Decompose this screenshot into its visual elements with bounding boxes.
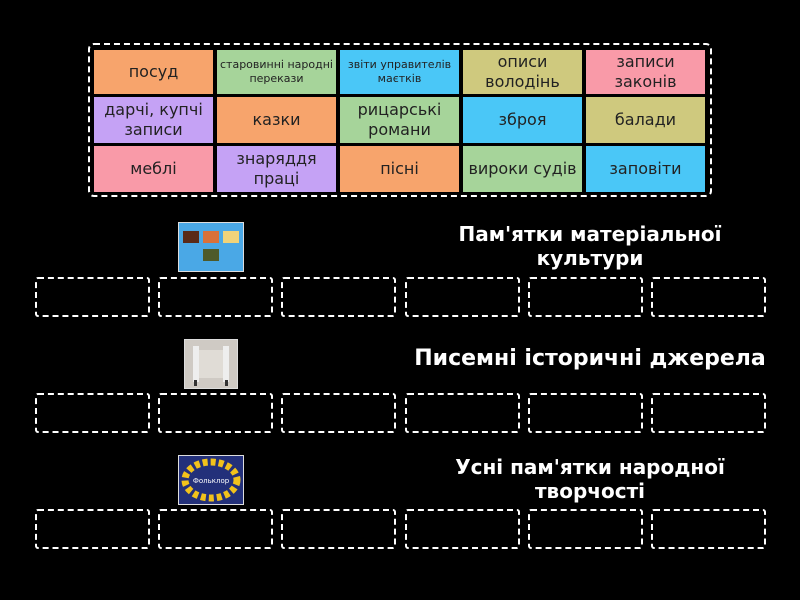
drop-slot-group-3[interactable]	[158, 509, 273, 549]
drop-slot-group-2[interactable]	[158, 393, 273, 433]
pottery-image	[178, 222, 244, 272]
drop-slot-group-1[interactable]	[528, 277, 643, 317]
drop-slot-group-3[interactable]	[281, 509, 396, 549]
answer-card[interactable]: записи законів	[586, 50, 705, 94]
scroll-image	[184, 339, 238, 389]
drop-slot-group-2[interactable]	[528, 393, 643, 433]
drop-slot-group-3[interactable]	[528, 509, 643, 549]
answer-card[interactable]: вироки судів	[463, 146, 582, 192]
drop-slot-group-3[interactable]	[35, 509, 150, 549]
answer-card[interactable]: описи володінь	[463, 50, 582, 94]
drop-slot-group-3[interactable]	[651, 509, 766, 549]
drop-slot-group-2[interactable]	[405, 393, 520, 433]
answer-card[interactable]: старовинні народні перекази	[217, 50, 336, 94]
group-title-oral: Усні пам'ятки народної творчості	[455, 455, 725, 503]
answer-card[interactable]: посуд	[94, 50, 213, 94]
answer-card[interactable]: знаряддя праці	[217, 146, 336, 192]
card-bank	[88, 43, 712, 197]
drop-slot-group-1[interactable]	[405, 277, 520, 317]
drop-slot-group-1[interactable]	[158, 277, 273, 317]
answer-card[interactable]: зброя	[463, 97, 582, 143]
answer-card[interactable]: рицарські романи	[340, 97, 459, 143]
answer-card[interactable]: звіти управителів маєтків	[340, 50, 459, 94]
folklore-image: Фольклор	[178, 455, 244, 505]
group-title-material: Пам'ятки матеріальної культури	[458, 222, 722, 270]
drop-slot-group-1[interactable]	[651, 277, 766, 317]
answer-card[interactable]: казки	[217, 97, 336, 143]
drop-slot-group-1[interactable]	[35, 277, 150, 317]
drop-slot-group-2[interactable]	[651, 393, 766, 433]
answer-card[interactable]: балади	[586, 97, 705, 143]
drop-slot-group-1[interactable]	[281, 277, 396, 317]
answer-card[interactable]: пісні	[340, 146, 459, 192]
drop-slot-group-2[interactable]	[35, 393, 150, 433]
answer-card[interactable]: меблі	[94, 146, 213, 192]
answer-card[interactable]: дарчі, купчі записи	[94, 97, 213, 143]
answer-card[interactable]: заповіти	[586, 146, 705, 192]
group-title-written: Писемні історичні джерела	[414, 346, 766, 371]
drop-slot-group-2[interactable]	[281, 393, 396, 433]
drop-slot-group-3[interactable]	[405, 509, 520, 549]
svg-text:Фольклор: Фольклор	[193, 477, 230, 485]
